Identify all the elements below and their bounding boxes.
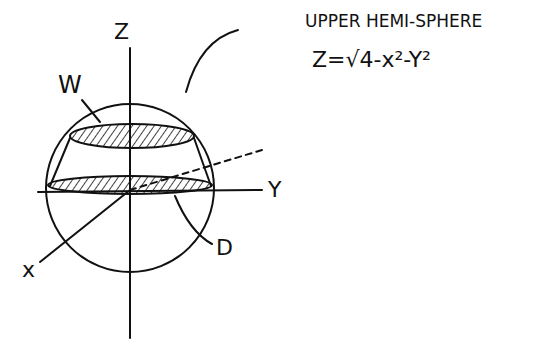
- region-label: W: [58, 72, 82, 98]
- region-label: D: [216, 236, 233, 260]
- solid-side: [50, 138, 70, 186]
- leader-line: [175, 196, 212, 244]
- axis-label: Z: [114, 20, 129, 44]
- note-text: UPPER HEMI-SPHERE: [305, 12, 482, 31]
- leader-line: [82, 100, 100, 122]
- z-axis: [129, 48, 131, 338]
- x-axis: [40, 190, 130, 262]
- solid-side: [194, 138, 211, 186]
- axis-label: x: [22, 258, 35, 282]
- equation-text: Z=√4-x²-Y²: [312, 48, 431, 72]
- x-axis-hidden: [130, 150, 262, 190]
- callout-curve: [186, 30, 238, 92]
- y-axis: [38, 190, 262, 192]
- cap-top-disk: [70, 124, 194, 148]
- axis-label: Y: [268, 178, 281, 202]
